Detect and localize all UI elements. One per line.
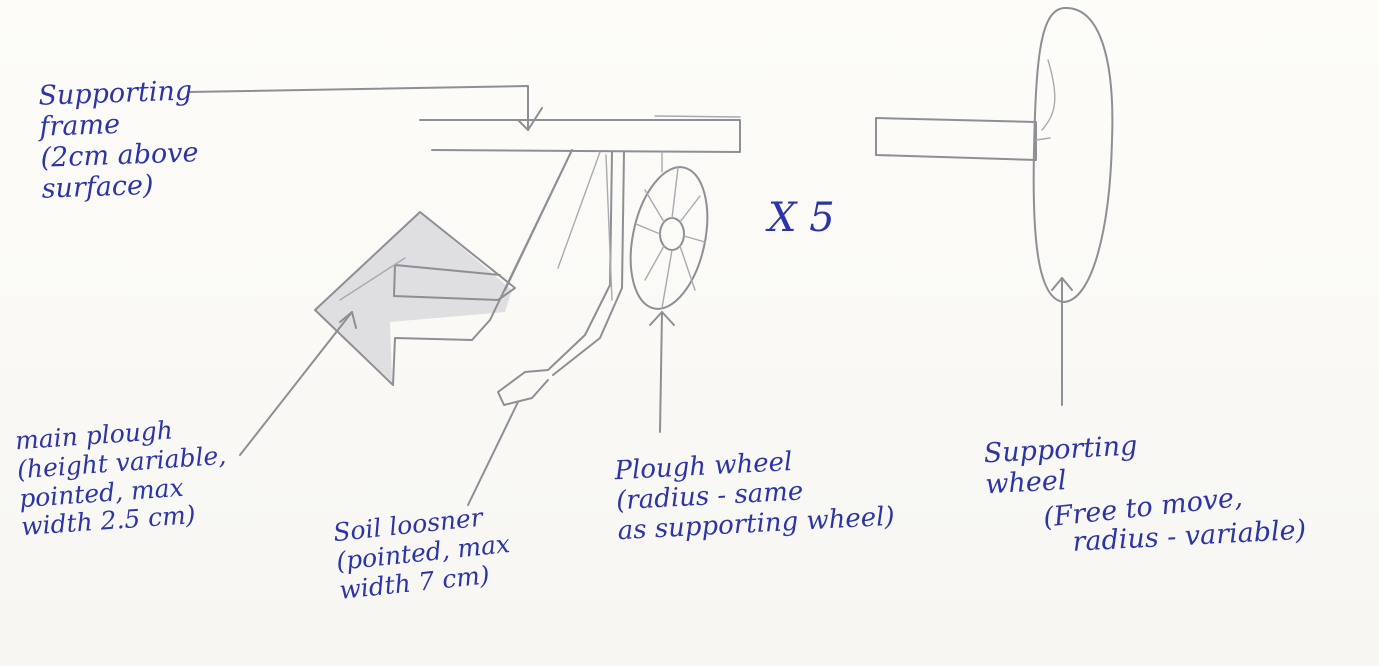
main-plough <box>315 150 572 385</box>
main-plough-leader <box>240 312 352 455</box>
main-plough-label: main plough (height variable, pointed, m… <box>14 413 231 542</box>
supporting-frame-label: Supporting frame (2cm above surface) <box>38 75 200 205</box>
supporting-frame <box>420 116 1036 160</box>
soil-loosner <box>498 152 624 405</box>
supporting-wheel-label: Supporting wheel (Free to move, radius -… <box>983 422 1307 563</box>
plough-wheel-label: Plough wheel (radius - same as supportin… <box>614 443 896 547</box>
supporting-frame-label-line-4: surface) <box>41 168 200 205</box>
multiplier-label: X 5 <box>768 195 835 241</box>
supporting-frame-label-line-3: (2cm above <box>40 137 199 174</box>
soil-loosner-label: Soil loosner (pointed, max width 7 cm) <box>332 501 514 605</box>
plough-wheel <box>619 152 719 316</box>
supporting-wheel <box>1034 8 1113 302</box>
supporting-frame-label-line-1: Supporting <box>38 75 197 112</box>
plough-wheel-leader <box>660 312 662 432</box>
frame-leader <box>188 86 528 128</box>
soil-loosner-leader <box>468 402 518 505</box>
